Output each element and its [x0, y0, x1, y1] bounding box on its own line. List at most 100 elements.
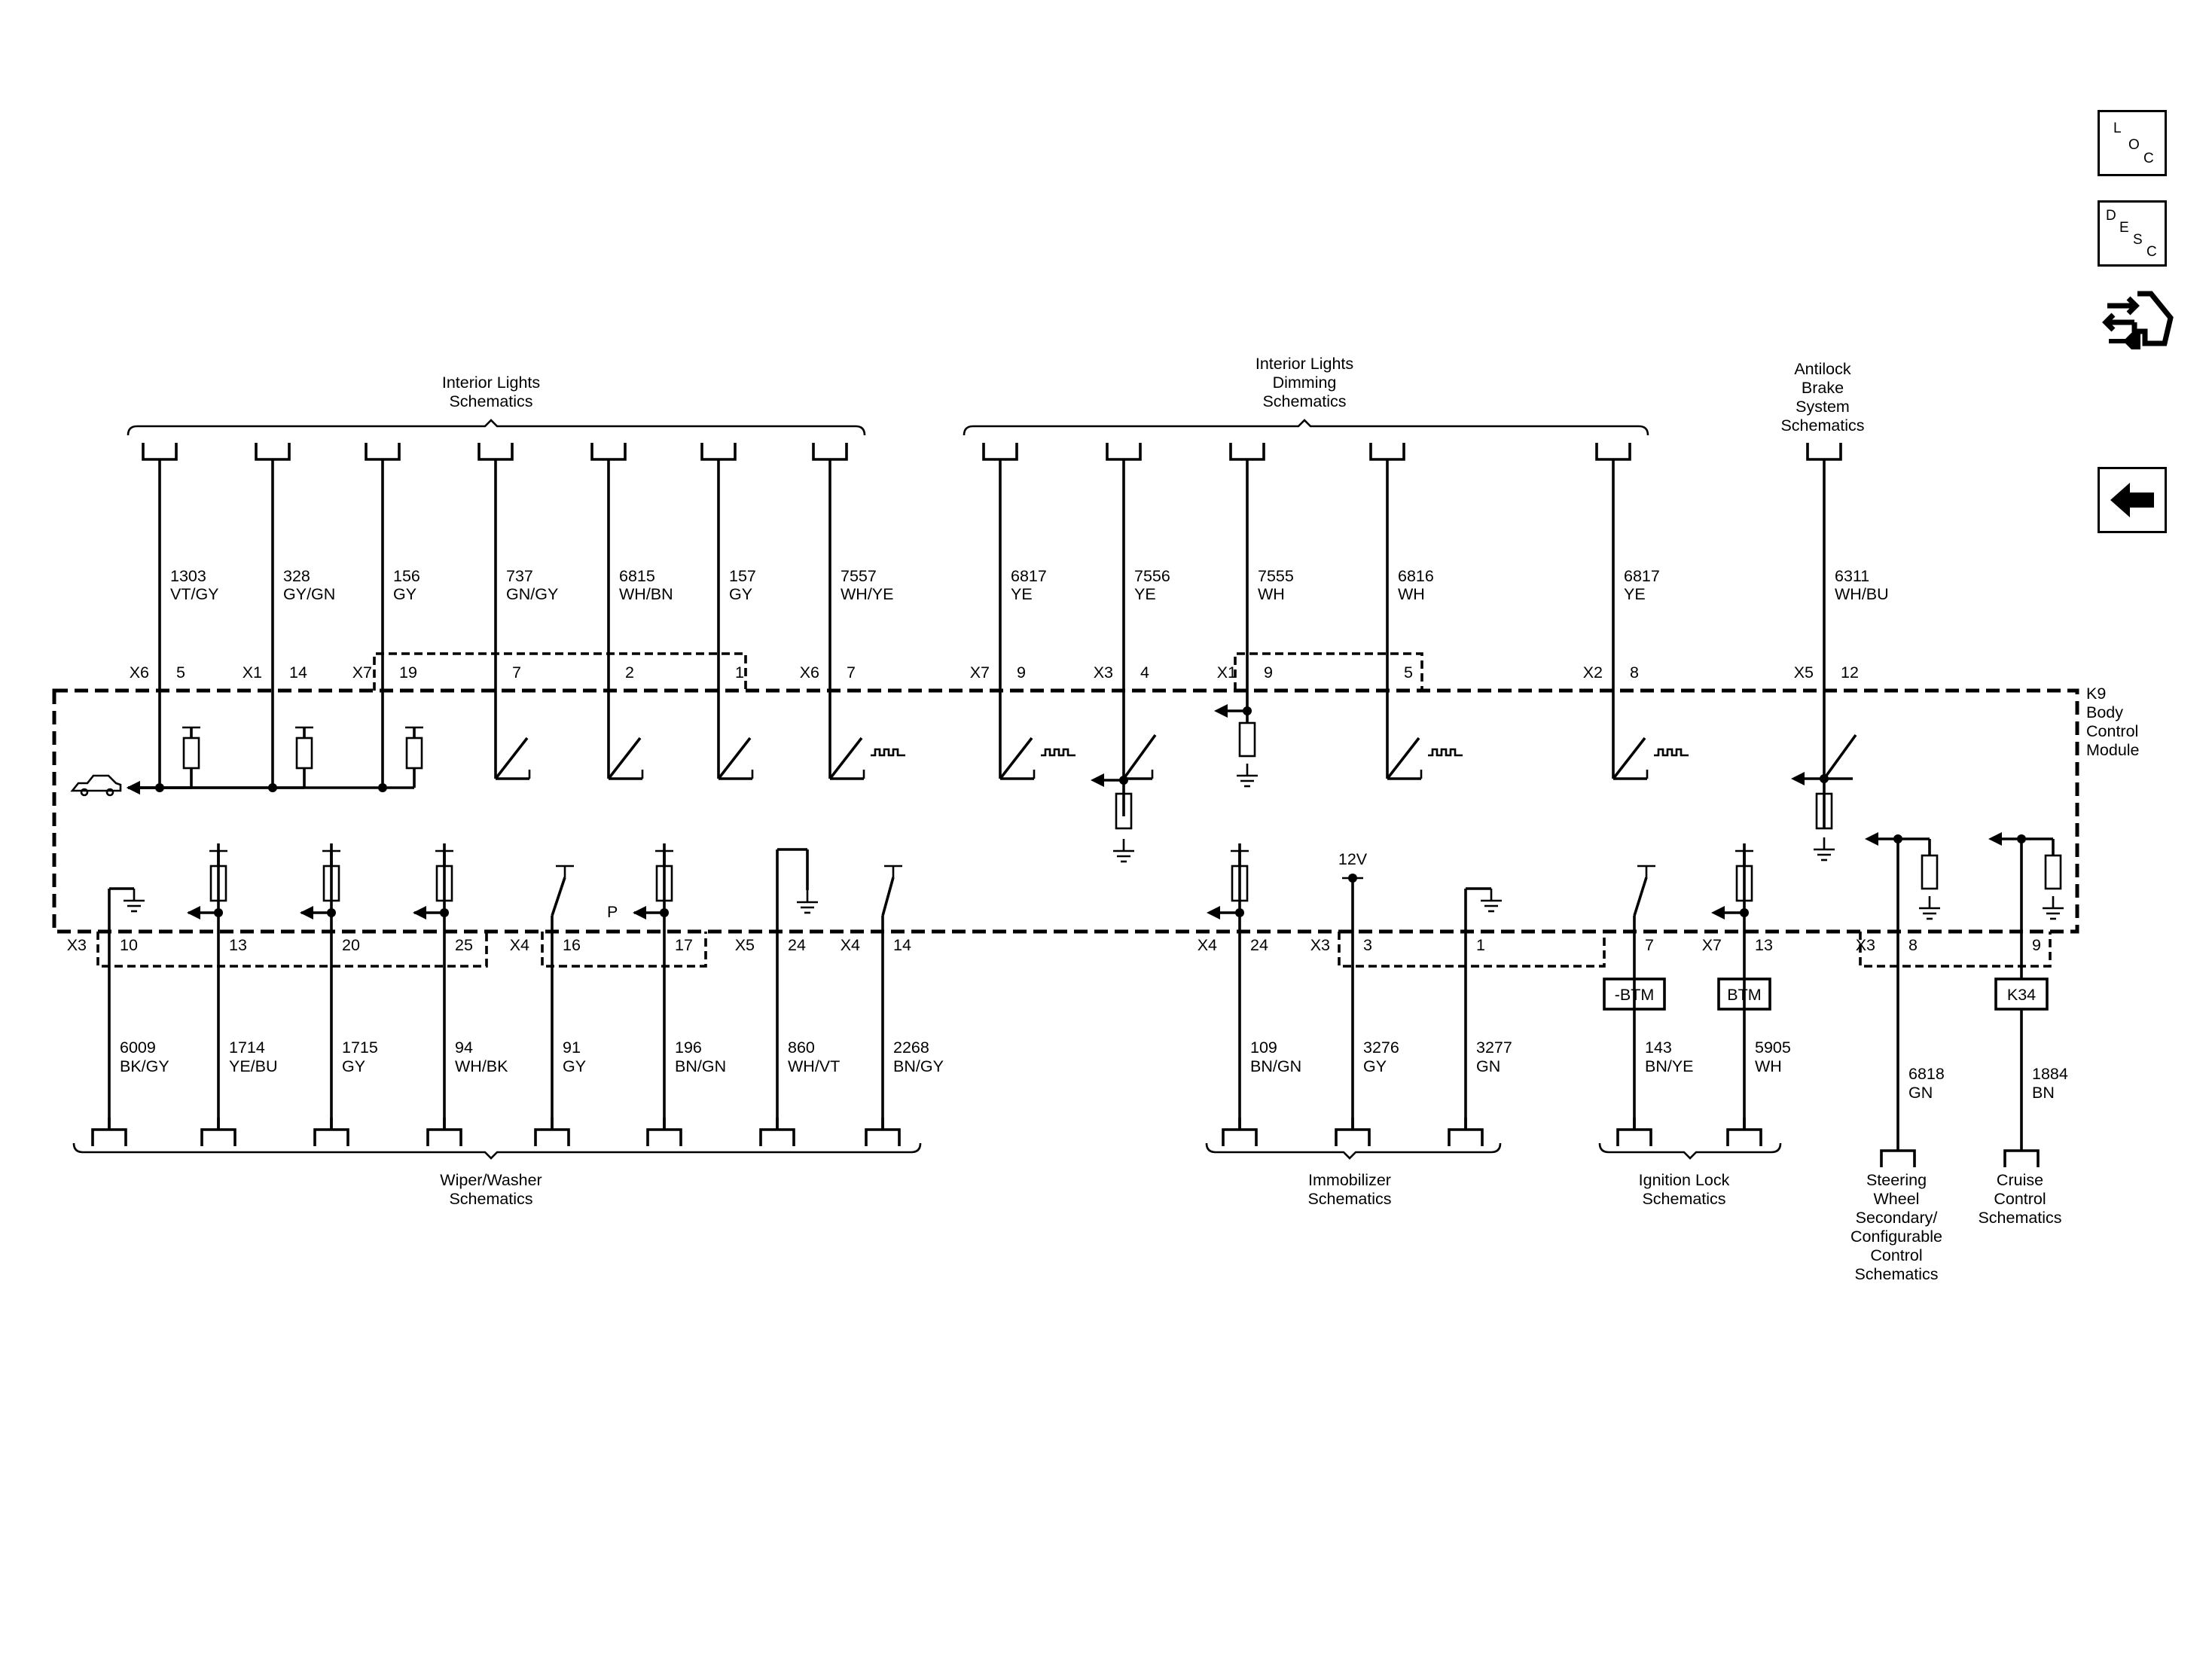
inline-box: [1717, 977, 1771, 1011]
pin-number: 9: [1017, 663, 1026, 682]
resistor: [1115, 792, 1133, 830]
connector-id: X3: [1310, 936, 1330, 954]
wire-color: WH/VT: [788, 1057, 840, 1075]
wire-color: BK/GY: [120, 1057, 169, 1075]
wire-color: WH/YE: [841, 585, 893, 603]
pin-number: 1: [735, 663, 744, 682]
wire-color: WH/BN: [619, 585, 673, 603]
back-arrow-icon: [2110, 483, 2154, 517]
loc-button[interactable]: L O C: [2098, 110, 2167, 176]
connector-cap: [700, 443, 737, 461]
circuit-number: 6815: [619, 567, 655, 585]
pin-number: 7: [847, 663, 856, 682]
connector-group: [1234, 652, 1423, 691]
group-bracket: [1598, 1142, 1782, 1160]
connector-cap: [477, 443, 514, 461]
connector-id: X7: [352, 663, 372, 682]
desc-letter-e: E: [2119, 220, 2129, 236]
group-label: Schematics: [1307, 1190, 1391, 1208]
pin-number: 14: [893, 936, 911, 954]
desc-letter-d: D: [2106, 208, 2116, 224]
connector-id: X7: [970, 663, 990, 682]
connector-cap: [1106, 443, 1142, 461]
circuit-number: 860: [788, 1038, 815, 1057]
wire-color: WH/BK: [455, 1057, 508, 1075]
switch-blade: [1386, 737, 1420, 780]
car-icon: [70, 774, 122, 792]
group-label: Ignition Lock: [1639, 1171, 1730, 1189]
module-label: Body: [2086, 703, 2123, 721]
pin-number: 10: [120, 936, 138, 954]
group-label: Schematics: [1978, 1209, 2061, 1227]
circuit-number: 94: [455, 1038, 473, 1057]
wire-color: BN: [2032, 1084, 2055, 1102]
car-wheel: [80, 788, 89, 797]
inline-box-label: -BTM: [1615, 986, 1655, 1004]
tool-icon[interactable]: [2101, 285, 2177, 360]
pwm-symbol: [871, 748, 905, 757]
back-button[interactable]: [2098, 467, 2167, 533]
arrow-icon: [413, 906, 426, 919]
pin-number: 3: [1363, 936, 1372, 954]
circuit-number: 6009: [120, 1038, 156, 1057]
connector-cap: [759, 1128, 795, 1146]
pwm-symbol: [1428, 748, 1463, 757]
desc-button[interactable]: D E S C: [2098, 200, 2167, 267]
switch-blade: [1612, 737, 1646, 780]
group-label: Wiper/Washer: [440, 1171, 542, 1189]
wire-color: GY: [342, 1057, 365, 1075]
pin-number: 12: [1841, 663, 1859, 682]
switch-blade: [999, 737, 1033, 780]
car-wheel: [105, 788, 114, 797]
connector-cap: [365, 443, 401, 461]
connector-id: X1: [243, 663, 262, 682]
pin-number: 1: [1476, 936, 1485, 954]
wire-color: BN/YE: [1645, 1057, 1694, 1075]
connector-id: X5: [735, 936, 755, 954]
group-label: Brake: [1802, 379, 1844, 397]
group-label: Interior Lights: [1256, 355, 1353, 373]
circuit-number: 1884: [2032, 1065, 2068, 1083]
connector-cap: [1806, 443, 1842, 461]
group-label: Cruise: [1997, 1171, 2043, 1189]
circuit-number: 3276: [1363, 1038, 1399, 1057]
resistor: [295, 737, 313, 770]
pin-number: 9: [2032, 936, 2041, 954]
group-label: System: [1796, 398, 1850, 416]
circuit-number: 6311: [1835, 567, 1869, 585]
pwm-symbol: [1654, 748, 1689, 757]
circuit-number: 196: [675, 1038, 702, 1057]
arrow-icon: [1988, 832, 2002, 846]
connector-group: [96, 932, 488, 968]
connector-cap: [646, 1128, 682, 1146]
circuit-number: 157: [729, 567, 756, 585]
group-label: Wheel: [1874, 1190, 1920, 1208]
connector-cap: [142, 443, 178, 461]
connector-cap: [1880, 1149, 1916, 1167]
connector-id: X5: [1794, 663, 1814, 682]
voltage-label: 12V: [1338, 850, 1368, 868]
arrow-icon: [633, 906, 646, 919]
pin-number: 20: [342, 936, 360, 954]
wire-color: GN/GY: [506, 585, 558, 603]
circuit-number: 1303: [170, 567, 206, 585]
connector-id: X1: [1217, 663, 1237, 682]
group-label: Schematics: [1262, 392, 1346, 410]
module-boundary: [52, 688, 2079, 934]
desc-letter-c: C: [2146, 244, 2157, 260]
connector-cap: [1726, 1128, 1762, 1146]
connector-cap: [865, 1128, 901, 1146]
connector-id: X6: [800, 663, 819, 682]
wire-color: BN/GY: [893, 1057, 944, 1075]
wire-color: GY: [729, 585, 752, 603]
park-label: P: [607, 903, 618, 921]
connector-id: X3: [67, 936, 87, 954]
connector-cap: [1229, 443, 1265, 461]
wire-color: GN: [1908, 1084, 1933, 1102]
group-label: Schematics: [1854, 1265, 1938, 1283]
group-label: Interior Lights: [442, 374, 540, 392]
group-label: Schematics: [1780, 416, 1864, 435]
connector-cap: [1335, 1128, 1371, 1146]
circuit-number: 737: [506, 567, 533, 585]
loc-letter-o: O: [2128, 137, 2140, 153]
